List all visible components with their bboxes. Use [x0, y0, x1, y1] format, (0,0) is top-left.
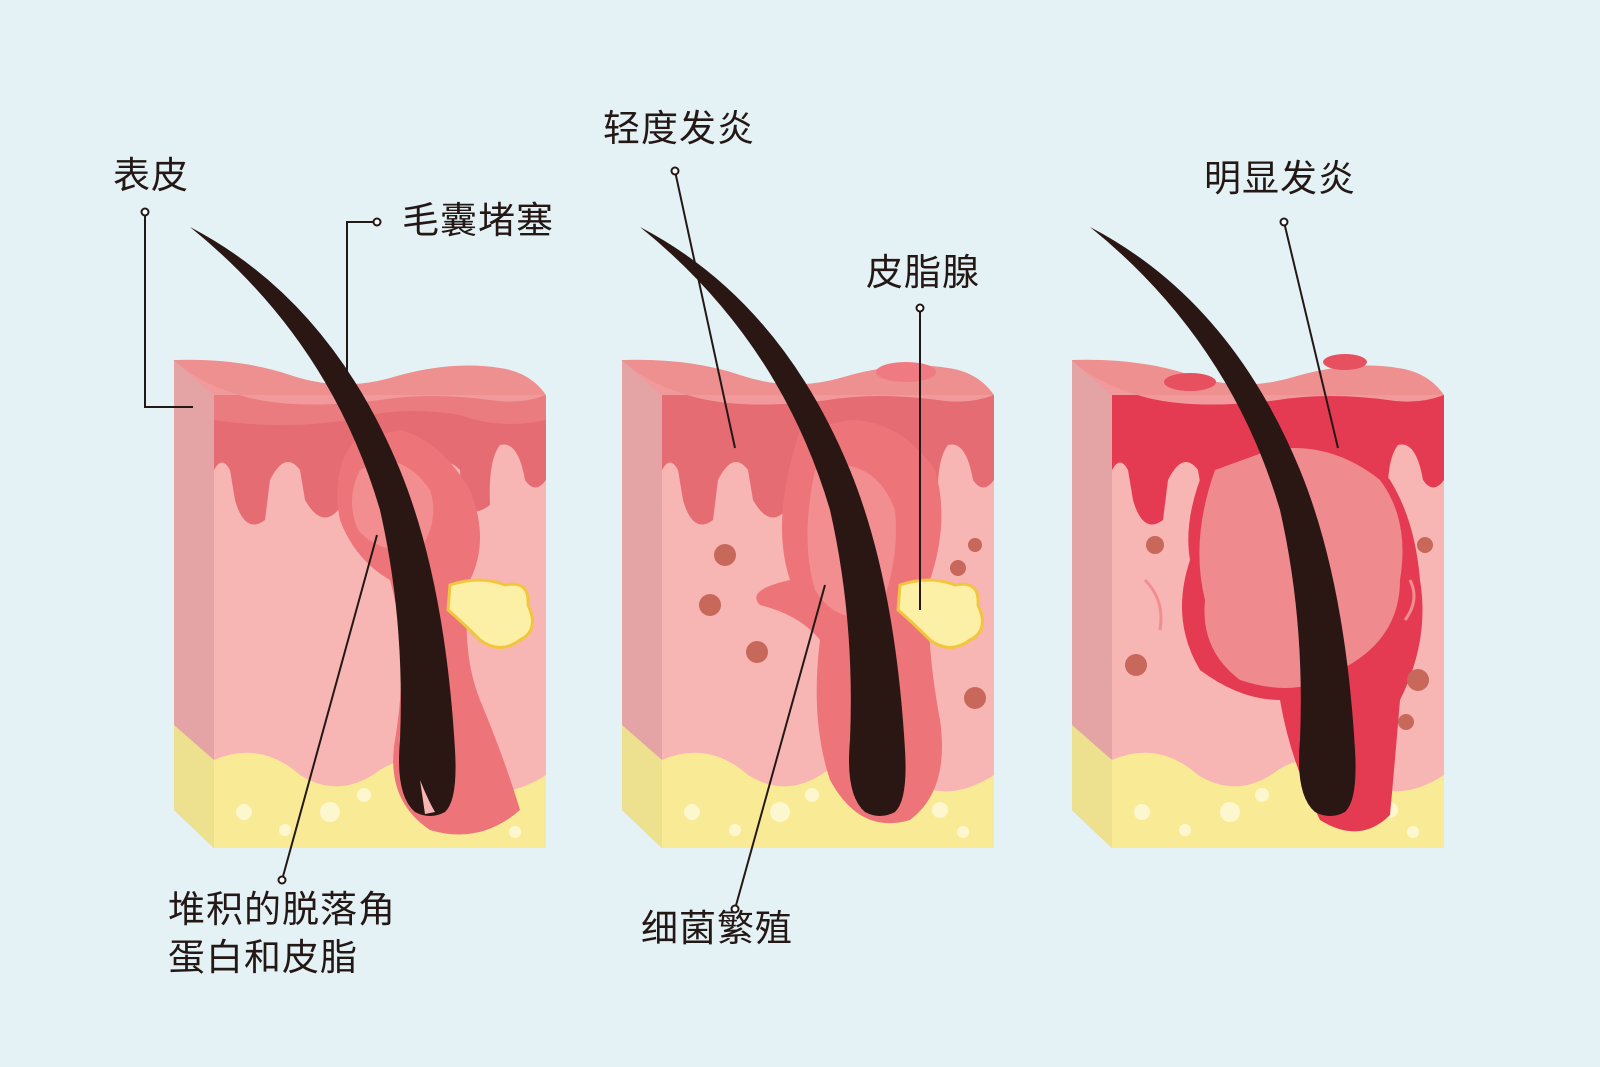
- label-follicle-blocked: 毛囊堵塞: [402, 199, 554, 242]
- label-obvious-inflammation: 明显发炎: [1204, 157, 1356, 200]
- label-keratin-sebum-line1: 堆积的脱落角: [168, 888, 396, 931]
- leader-dots: [140, 166, 1289, 914]
- label-mild-inflammation: 轻度发炎: [603, 107, 755, 150]
- bacteria-dots: [699, 538, 986, 709]
- panel-stage-3: [1072, 227, 1444, 848]
- leader-lines: [144, 170, 1339, 910]
- panel-stage-2: [622, 227, 994, 848]
- bacteria-dots: [1125, 536, 1433, 730]
- label-keratin-sebum-line2: 蛋白和皮脂: [168, 936, 358, 979]
- label-bacteria-growth: 细菌繁殖: [641, 907, 793, 950]
- panel-stage-1: [174, 227, 546, 848]
- label-epidermis: 表皮: [113, 154, 189, 197]
- label-sebaceous-gland: 皮脂腺: [866, 251, 980, 294]
